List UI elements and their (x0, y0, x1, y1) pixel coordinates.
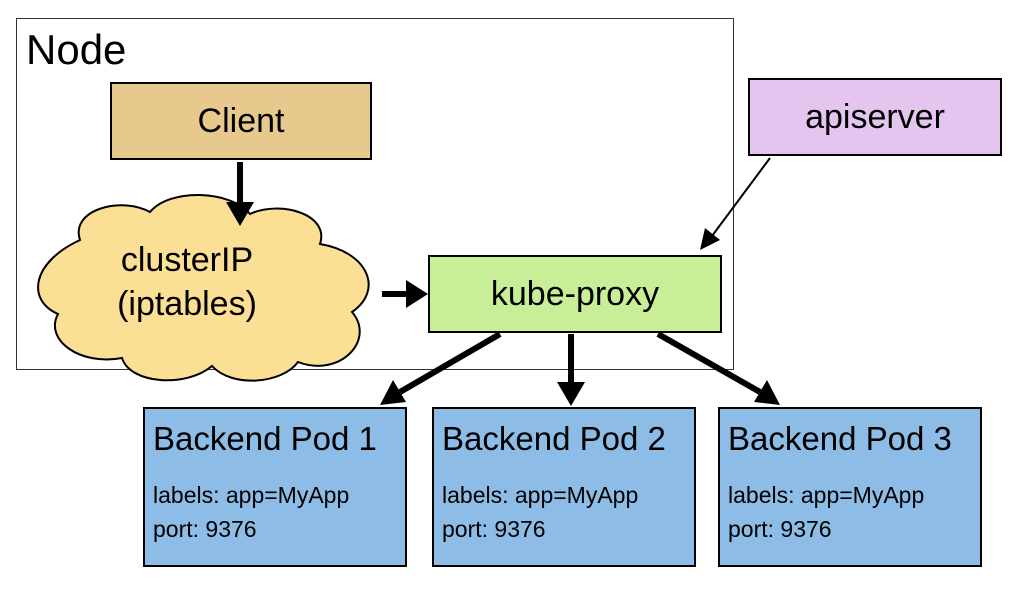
pod-port: port: 9376 (153, 516, 257, 542)
cluster-ip-line1: clusterIP (120, 241, 254, 279)
kube-proxy-box: kube-proxy (428, 255, 722, 333)
backend-pod-3: Backend Pod 3 labels: app=MyApp port: 93… (718, 407, 982, 567)
cluster-ip-label: clusterIP (iptables) (62, 238, 312, 326)
kubeproxy-to-pod1-arrowhead (380, 380, 406, 405)
pod-labels: labels: app=MyApp (153, 482, 350, 508)
client-box: Client (110, 82, 372, 160)
backend-pod-1: Backend Pod 1 labels: app=MyApp port: 93… (143, 407, 407, 567)
cluster-ip-line2: (iptables) (117, 285, 257, 323)
pod-labels: labels: app=MyApp (728, 482, 925, 508)
kube-proxy-label: kube-proxy (490, 274, 660, 313)
apiserver-label: apiserver (805, 97, 945, 136)
pod-port: port: 9376 (442, 516, 546, 542)
pod-port: port: 9376 (728, 516, 832, 542)
pod-title: Backend Pod 1 (153, 420, 377, 457)
apiserver-box: apiserver (748, 78, 1002, 156)
kubeproxy-to-pod2-arrowhead (557, 382, 585, 406)
client-label: Client (197, 101, 285, 140)
backend-pod-2: Backend Pod 2 labels: app=MyApp port: 93… (432, 407, 696, 567)
node-title: Node (26, 26, 127, 73)
pod-title: Backend Pod 2 (442, 420, 666, 457)
pod-title: Backend Pod 3 (728, 420, 952, 457)
kubeproxy-to-pod3-arrowhead (754, 380, 780, 405)
pod-labels: labels: app=MyApp (442, 482, 639, 508)
